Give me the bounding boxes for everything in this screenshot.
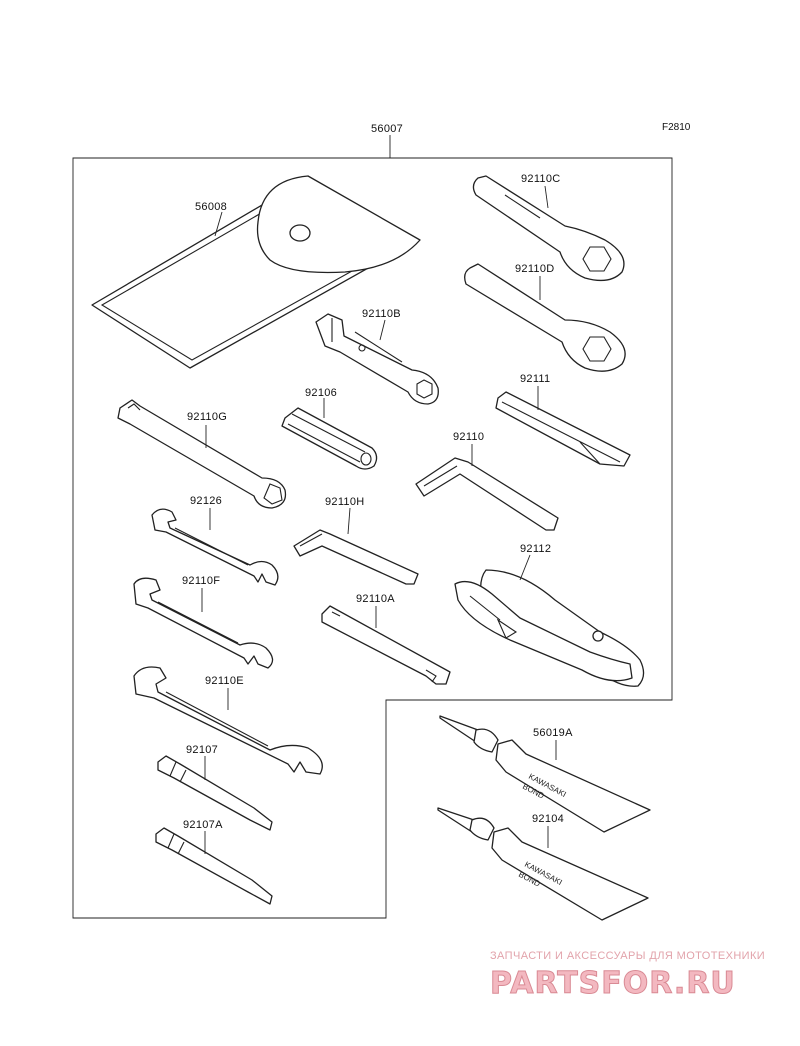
spanner-bar-92110a	[321, 605, 451, 685]
label-92104: 92104	[532, 813, 564, 825]
label-92110f: 92110F	[182, 575, 220, 587]
label-56007: 56007	[371, 123, 403, 135]
label-92126: 92126	[190, 495, 222, 507]
leader-92110b	[379, 319, 386, 341]
label-92111: 92111	[520, 373, 550, 385]
label-92110b: 92110B	[362, 308, 401, 320]
bond-tube-56019a: KAWASAKI BOND	[439, 715, 651, 833]
handle-bar-92111	[495, 391, 631, 467]
leader-56008	[214, 211, 223, 237]
label-92110h: 92110H	[325, 496, 365, 508]
hex-key-92110h	[293, 529, 419, 585]
label-92110e: 92110E	[205, 675, 244, 687]
label-92110g: 92110G	[187, 411, 227, 423]
extension-bar-92106	[281, 407, 378, 470]
label-92112: 92112	[520, 543, 551, 555]
watermark-tagline: ЗАПЧАСТИ И АКСЕССУАРЫ ДЛЯ МОТОТЕХНИКИ	[490, 950, 766, 962]
label-92106: 92106	[305, 387, 337, 399]
watermark-logo: PARTSFOR.RU	[490, 966, 736, 1002]
hex-key-92110	[415, 457, 559, 531]
screwdriver-92107	[157, 755, 273, 831]
label-92107: 92107	[186, 744, 218, 756]
tool-bag	[91, 175, 421, 369]
label-92110: 92110	[453, 431, 484, 443]
label-92107a: 92107A	[183, 819, 223, 831]
pliers-92112	[454, 569, 645, 687]
label-92110d: 92110D	[515, 263, 555, 275]
open-wrench-92110f	[133, 577, 274, 669]
figure-code: F2810	[662, 122, 691, 133]
label-92110c: 92110C	[521, 173, 561, 185]
open-wrench-92126	[151, 508, 279, 586]
open-wrench-92110e	[133, 666, 323, 775]
label-92110a: 92110A	[356, 593, 395, 605]
leader-92110h	[347, 507, 351, 535]
screwdriver-92107a	[155, 827, 273, 905]
leader-92112	[519, 554, 531, 581]
kit-border	[72, 157, 673, 919]
socket-wrench-92110b	[315, 313, 439, 405]
bond-tube-92104: KAWASAKI BOND	[437, 807, 649, 921]
leader-92110c	[544, 185, 549, 209]
label-56008: 56008	[195, 201, 227, 213]
ring-wrench-92110c	[472, 175, 625, 282]
label-56019a: 56019A	[533, 727, 573, 739]
box-wrench-92110g	[117, 399, 287, 509]
ring-wrench-92110d	[464, 263, 626, 372]
